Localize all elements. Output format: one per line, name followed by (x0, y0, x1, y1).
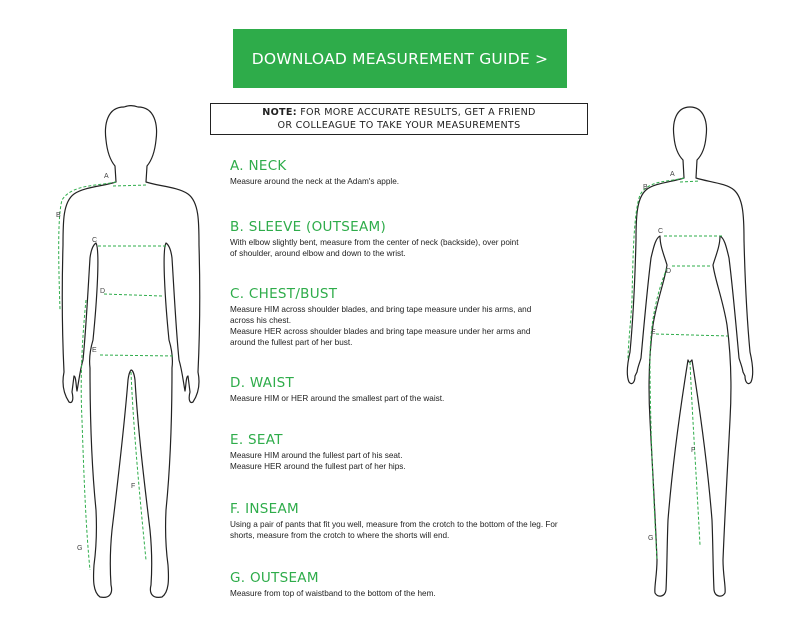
section-title: A. NECK (230, 158, 287, 174)
section-sleeve: B. SLEEVE (OUTSEAM) With elbow slightly … (230, 219, 600, 259)
female-seat-line (655, 333, 729, 337)
female-label-g: G (648, 535, 653, 542)
male-waist-line (103, 293, 163, 297)
section-chest-bust: C. CHEST/BUST Measure HIM across shoulde… (230, 286, 600, 348)
section-text: Measure HIM around the fullest part of h… (230, 451, 406, 471)
section-text: Measure from top of waistband to the bot… (230, 589, 436, 598)
section-inseam: F. INSEAM Using a pair of pants that fit… (230, 501, 630, 541)
male-outline (61, 104, 201, 598)
male-outseam-line (80, 299, 91, 571)
note-box: NOTE: FOR MORE ACCURATE RESULTS, GET A F… (210, 103, 588, 135)
section-text: With elbow slightly bent, measure from t… (230, 238, 519, 258)
note-line-1: FOR MORE ACCURATE RESULTS, GET A FRIEND (296, 107, 536, 118)
female-outseam-line (649, 267, 668, 561)
section-title: B. SLEEVE (OUTSEAM) (230, 219, 387, 235)
section-text: Measure HIM or HER around the smallest p… (230, 394, 445, 403)
male-label-d: D (100, 288, 105, 295)
note-line-2: OR COLLEAGUE TO TAKE YOUR MEASUREMENTS (277, 120, 521, 131)
male-label-b: B (56, 212, 61, 219)
section-outseam: G. OUTSEAM Measure from top of waistband… (230, 570, 600, 599)
male-seat-line (99, 354, 176, 357)
male-label-c: C (92, 237, 97, 244)
male-neck-line (112, 184, 149, 187)
section-text: Using a pair of pants that fit you well,… (230, 520, 558, 540)
male-label-e: E (92, 347, 97, 354)
section-text: Measure HIM across shoulder blades, and … (230, 305, 532, 347)
download-measurement-guide-button[interactable]: DOWNLOAD MEASUREMENT GUIDE > (233, 29, 567, 88)
male-label-a: A (104, 173, 109, 180)
female-label-f: F (691, 447, 695, 454)
female-sleeve-line (627, 177, 685, 361)
female-inseam-line (689, 361, 701, 546)
male-label-g: G (77, 545, 82, 552)
female-label-d: D (666, 268, 671, 275)
female-label-a: A (670, 171, 675, 178)
male-inseam-line (130, 371, 147, 561)
male-sleeve-line (58, 181, 117, 311)
section-neck: A. NECK Measure around the neck at the A… (230, 158, 600, 187)
section-title: E. SEAT (230, 432, 283, 448)
section-title: C. CHEST/BUST (230, 286, 338, 302)
female-label-c: C (658, 228, 663, 235)
section-waist: D. WAIST Measure HIM or HER around the s… (230, 375, 600, 404)
section-title: G. OUTSEAM (230, 570, 319, 586)
note-label: NOTE: (262, 107, 297, 118)
download-button-label: DOWNLOAD MEASUREMENT GUIDE > (251, 49, 549, 68)
section-seat: E. SEAT Measure HIM around the fullest p… (230, 432, 600, 472)
section-text: Measure around the neck at the Adam's ap… (230, 177, 400, 186)
female-figure: A B C D E F G (626, 106, 754, 597)
section-title: D. WAIST (230, 375, 295, 391)
female-label-b: B (643, 184, 648, 191)
male-figure: A B C D E F G (56, 104, 201, 598)
male-label-f: F (131, 483, 135, 490)
section-title: F. INSEAM (230, 501, 299, 517)
female-outline (626, 106, 754, 597)
female-label-e: E (651, 329, 656, 336)
female-neck-line (679, 180, 701, 183)
